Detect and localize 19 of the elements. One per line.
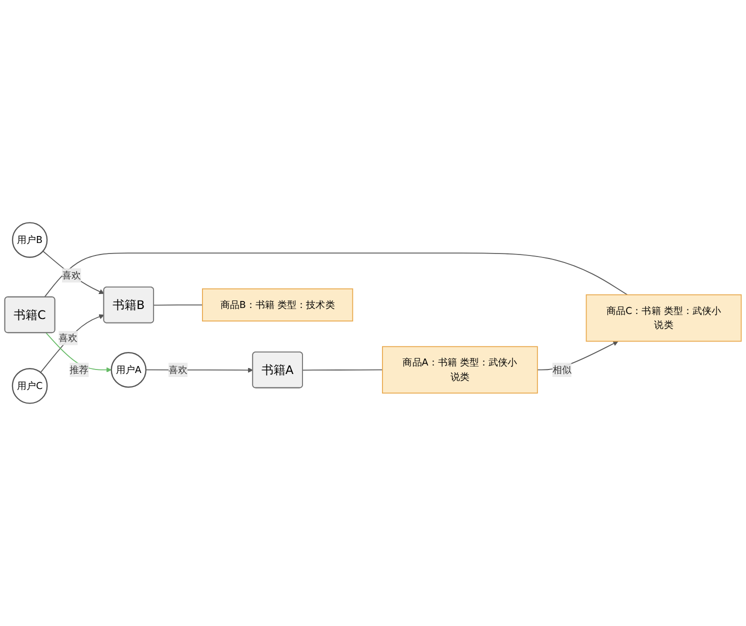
node-box: 商品C：书籍 类型：武侠小说类: [586, 294, 742, 342]
node-circle: 用户C: [12, 368, 48, 404]
connector: [44, 252, 628, 298]
connector: [302, 369, 383, 371]
node-box: 商品A：书籍 类型：武侠小说类: [382, 346, 538, 394]
arrow: [145, 368, 254, 373]
edge-label: 喜欢: [62, 269, 82, 281]
edge-label: 相似: [552, 364, 572, 376]
edge-label: 推荐: [70, 364, 89, 376]
arrow: [536, 341, 618, 370]
connector: [153, 304, 203, 306]
node-box: 商品B：书籍 类型：技术类: [202, 288, 354, 322]
edge-label: 喜欢: [168, 364, 188, 376]
edge-label: 喜欢: [58, 332, 78, 344]
arrow: [40, 314, 104, 373]
arrow: [42, 250, 104, 294]
node-circle: 用户B: [12, 222, 48, 258]
node-circle: 用户A: [110, 352, 146, 388]
arrow: [46, 332, 112, 372]
